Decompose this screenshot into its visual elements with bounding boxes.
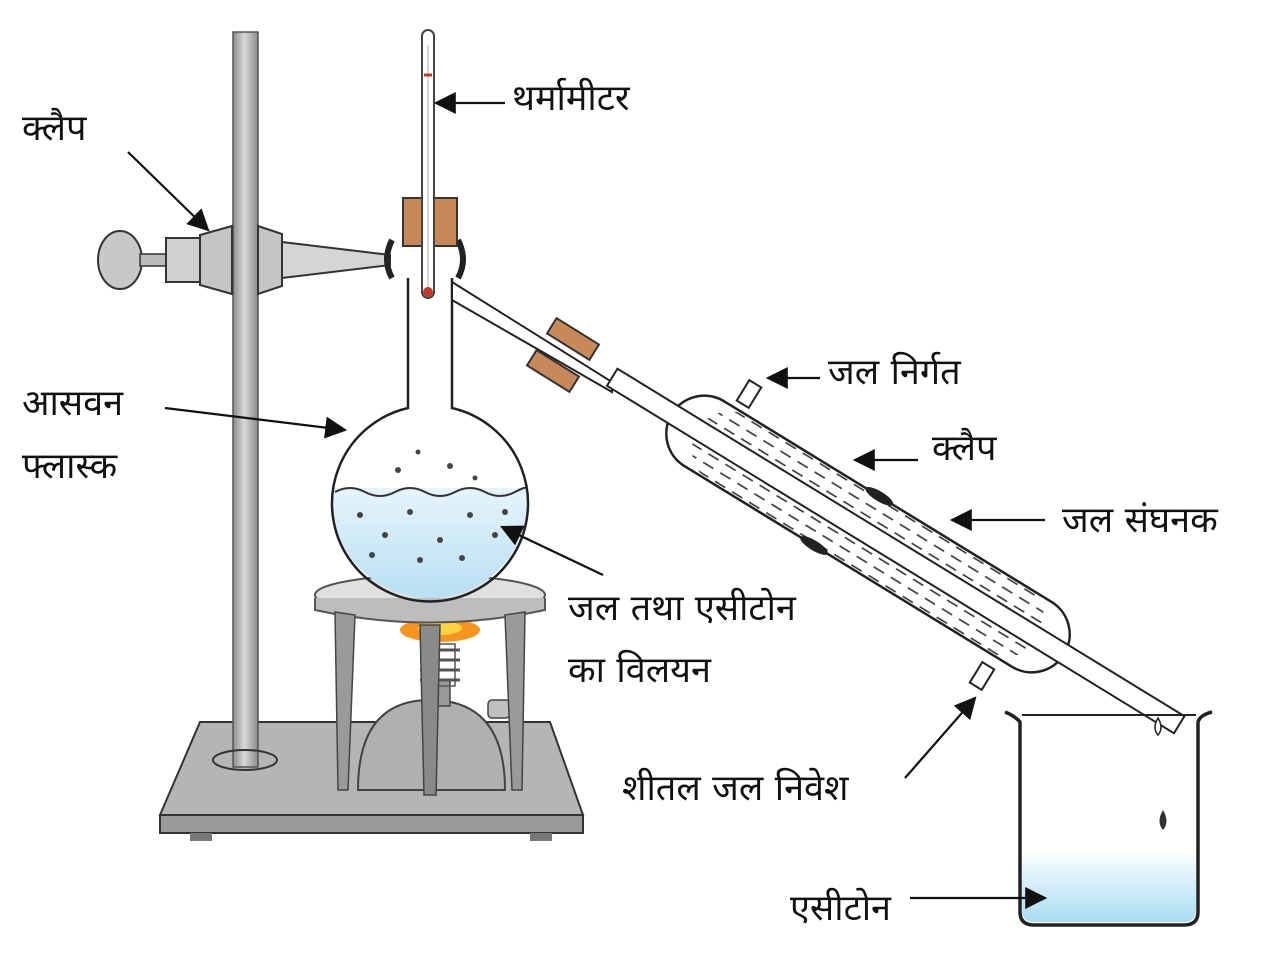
- label-clamp-right: क्लैप: [932, 427, 997, 469]
- label-cold-water-inlet: शीतल जल निवेश: [622, 767, 849, 809]
- clamp-left-arrow: [127, 151, 210, 232]
- solution-arrow: [500, 525, 604, 576]
- cold-water-arrow: [904, 696, 977, 779]
- stand-rod: [212, 31, 278, 771]
- label-clamp-left: क्लैप: [22, 107, 87, 149]
- thermometer: [402, 29, 458, 299]
- leader-lines: [127, 92, 1048, 909]
- label-thermometer: थर्मामीटर: [512, 77, 631, 119]
- condenser: [451, 280, 1186, 735]
- label-flask-line1: आसवन: [22, 383, 124, 424]
- clamp: [97, 224, 466, 296]
- label-acetone: एसीटोन: [790, 887, 892, 929]
- label-flask-line2: फ्लास्क: [22, 446, 118, 487]
- flask-arrow: [164, 406, 348, 439]
- label-solution-line1: जल तथा एसीटोन: [568, 587, 797, 629]
- label-water-condenser: जल संघनक: [1062, 500, 1219, 541]
- label-water-outlet: जल निर्गत: [828, 351, 962, 393]
- label-solution-line2: का विलयन: [568, 649, 712, 691]
- labels: क्लैप थर्मामीटर आसवन फ्लास्क जल निर्गत क…: [22, 77, 1219, 929]
- beaker: [1004, 710, 1213, 927]
- tripod: [314, 574, 546, 796]
